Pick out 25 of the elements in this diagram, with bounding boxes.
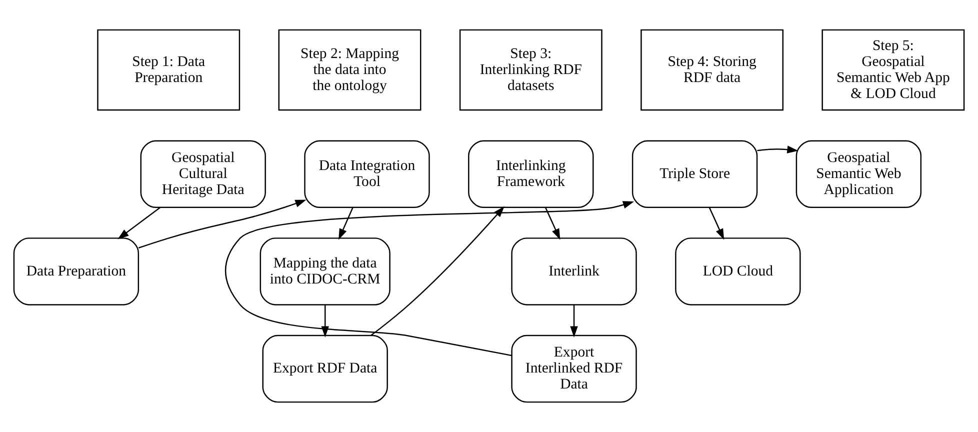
node-box: Export Interlinked RDF Data xyxy=(511,334,637,403)
node-box: Geospatial Semantic Web Application xyxy=(796,140,922,208)
node-box: Step 3: Interlinking RDF datasets xyxy=(459,29,602,111)
node-box: Step 4: Storing RDF data xyxy=(640,29,784,111)
node-box: Export RDF Data xyxy=(262,334,388,403)
arrow xyxy=(321,304,329,338)
arrow xyxy=(225,201,634,356)
node-box: Step 2: Mapping the data into the ontology xyxy=(278,29,422,111)
arrow xyxy=(708,207,724,240)
node-box: Interlinking Framework xyxy=(468,140,594,208)
node-box: Geospatial Cultural Heritage Data xyxy=(140,140,266,208)
node-box: Mapping the data into CIDOC-CRM xyxy=(260,238,390,306)
arrow xyxy=(118,206,161,240)
arrow xyxy=(138,200,306,248)
arrow xyxy=(757,146,798,154)
node-box: Interlink xyxy=(511,238,637,306)
node-box: LOD Cloud xyxy=(675,238,801,306)
arrow xyxy=(338,207,354,240)
node-box: Step 1: Data Preparation xyxy=(97,29,240,111)
node-box: Data Integration Tool xyxy=(304,140,430,208)
node-box: Step 5: Geospatial Semantic Web App & LOD Cloud xyxy=(822,29,965,111)
arrow xyxy=(544,207,560,240)
node-box: Data Preparation xyxy=(13,238,140,306)
arrow xyxy=(570,304,578,338)
node-box: Triple Store xyxy=(632,140,758,208)
